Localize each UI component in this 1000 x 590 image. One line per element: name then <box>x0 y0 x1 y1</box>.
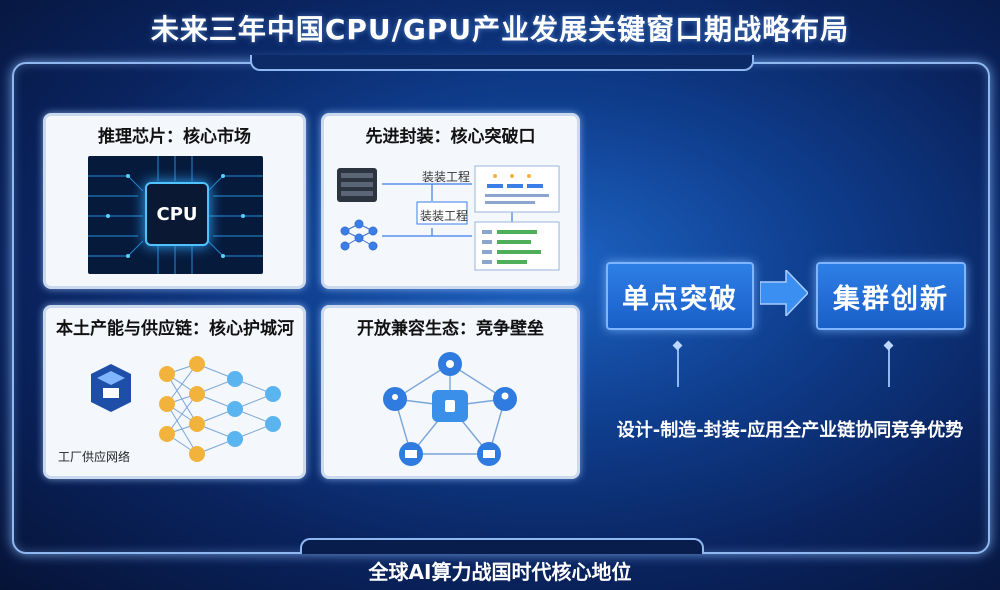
footer-text: 全球AI算力战国时代核心地位 <box>368 560 632 584</box>
factory-logo-icon <box>91 364 131 412</box>
card-title: 本土产能与供应链：核心护城河 <box>56 319 294 339</box>
supply-network-diagram <box>91 356 281 462</box>
connector-line-right <box>888 345 890 387</box>
connector-line-left <box>677 345 679 387</box>
frame-bottom-notch <box>300 538 704 554</box>
arrow-right-icon <box>760 270 808 316</box>
packaging-diagram <box>337 165 560 271</box>
card-advanced-packaging: 先进封装：核心突破口 装装工程 <box>321 113 580 289</box>
circuit-traces <box>88 156 263 274</box>
single-breakthrough-button: 单点突破 <box>606 262 754 330</box>
summary-text: 设计-制造-封装-应用全产业链协同竞争优势 <box>616 420 964 441</box>
process-label-a: 装装工程 <box>422 170 471 184</box>
cluster-innovation-button: 集群创新 <box>816 262 966 330</box>
card-supply-chain: 本土产能与供应链：核心护城河 工厂供应网络 <box>43 305 306 479</box>
cpu-chip: CPU <box>145 182 209 246</box>
cpu-image: CPU <box>88 156 263 274</box>
frame-top-notch <box>250 55 754 71</box>
ecosystem-network-diagram <box>383 352 517 466</box>
card-title: 推理芯片：核心市场 <box>98 127 251 147</box>
card-title: 先进封装：核心突破口 <box>365 127 536 147</box>
process-label-b: 装装工程 <box>420 209 469 223</box>
card-title: 开放兼容生态：竞争壁垒 <box>357 319 544 339</box>
logo-caption: 工厂供应网络 <box>58 450 131 464</box>
card-inference-chip: 推理芯片：核心市场 CPU <box>43 113 306 289</box>
page-title: 未来三年中国CPU/GPU产业发展关键窗口期战略布局 <box>150 13 850 46</box>
card-open-ecosystem: 开放兼容生态：竞争壁垒 <box>321 305 580 479</box>
